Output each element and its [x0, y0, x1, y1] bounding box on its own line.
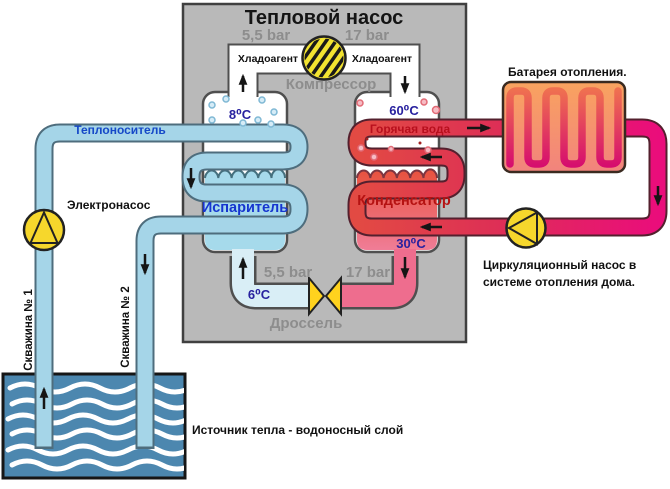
- heat-source-label: Источник тепла - водоносный слой: [192, 423, 403, 437]
- evaporator-label: Испаритель: [202, 200, 288, 216]
- compressor-symbol: [301, 35, 347, 81]
- pressure-high-top: 17 bar: [345, 27, 389, 44]
- evaporator-bubbles: [208, 95, 278, 128]
- circulation-pump-label-line2: системе отопления дома.: [483, 275, 635, 289]
- pressure-low-bottom: 5,5 bar: [264, 264, 313, 281]
- ground-water-basin: [1, 372, 187, 480]
- well-2-label: Скважина № 2: [120, 286, 132, 368]
- condenser-out-temp: 30⁰C: [396, 236, 426, 251]
- refrigerant-bottom-left-pipe: [229, 249, 310, 310]
- hot-water-label: Горячая вода: [370, 122, 451, 136]
- evaporator-vapor-temp: 8⁰C: [229, 107, 252, 122]
- radiator-coil: [506, 87, 622, 168]
- throttle-valve: [308, 275, 342, 317]
- unit-title: Тепловой насос: [245, 7, 404, 29]
- radiator-label: Батарея отопления.: [508, 65, 627, 79]
- electric-pump-label: Электронасос: [67, 198, 151, 212]
- condenser-bubbles: [356, 98, 441, 161]
- condenser-label: Конденсатор: [357, 193, 451, 209]
- evaporator-out-temp: 6⁰C: [248, 287, 271, 302]
- throttle-label: Дроссель: [270, 315, 343, 332]
- radiator: [501, 80, 627, 174]
- electric-pump-symbol: [22, 208, 66, 252]
- well-1-label: Скважина № 1: [23, 289, 35, 371]
- circulation-pump-label-line1: Циркуляционный насос в: [483, 258, 636, 272]
- refrigerant-bottom-right-pipe: [340, 249, 419, 310]
- pressure-low-top: 5,5 bar: [242, 27, 291, 44]
- pressure-high-bottom: 17 bar: [346, 264, 390, 281]
- refrigerant-label-left: Хладоагент: [238, 53, 298, 65]
- condenser-vapor-temp: 60⁰C: [389, 103, 419, 118]
- compressor-label: Компрессор: [286, 76, 377, 93]
- heat-carrier-label: Теплоноситель: [74, 123, 165, 137]
- circulation-pump-symbol: [505, 207, 547, 249]
- flow-arrows: [39, 73, 663, 409]
- refrigerant-label-right: Хладоагент: [352, 53, 412, 65]
